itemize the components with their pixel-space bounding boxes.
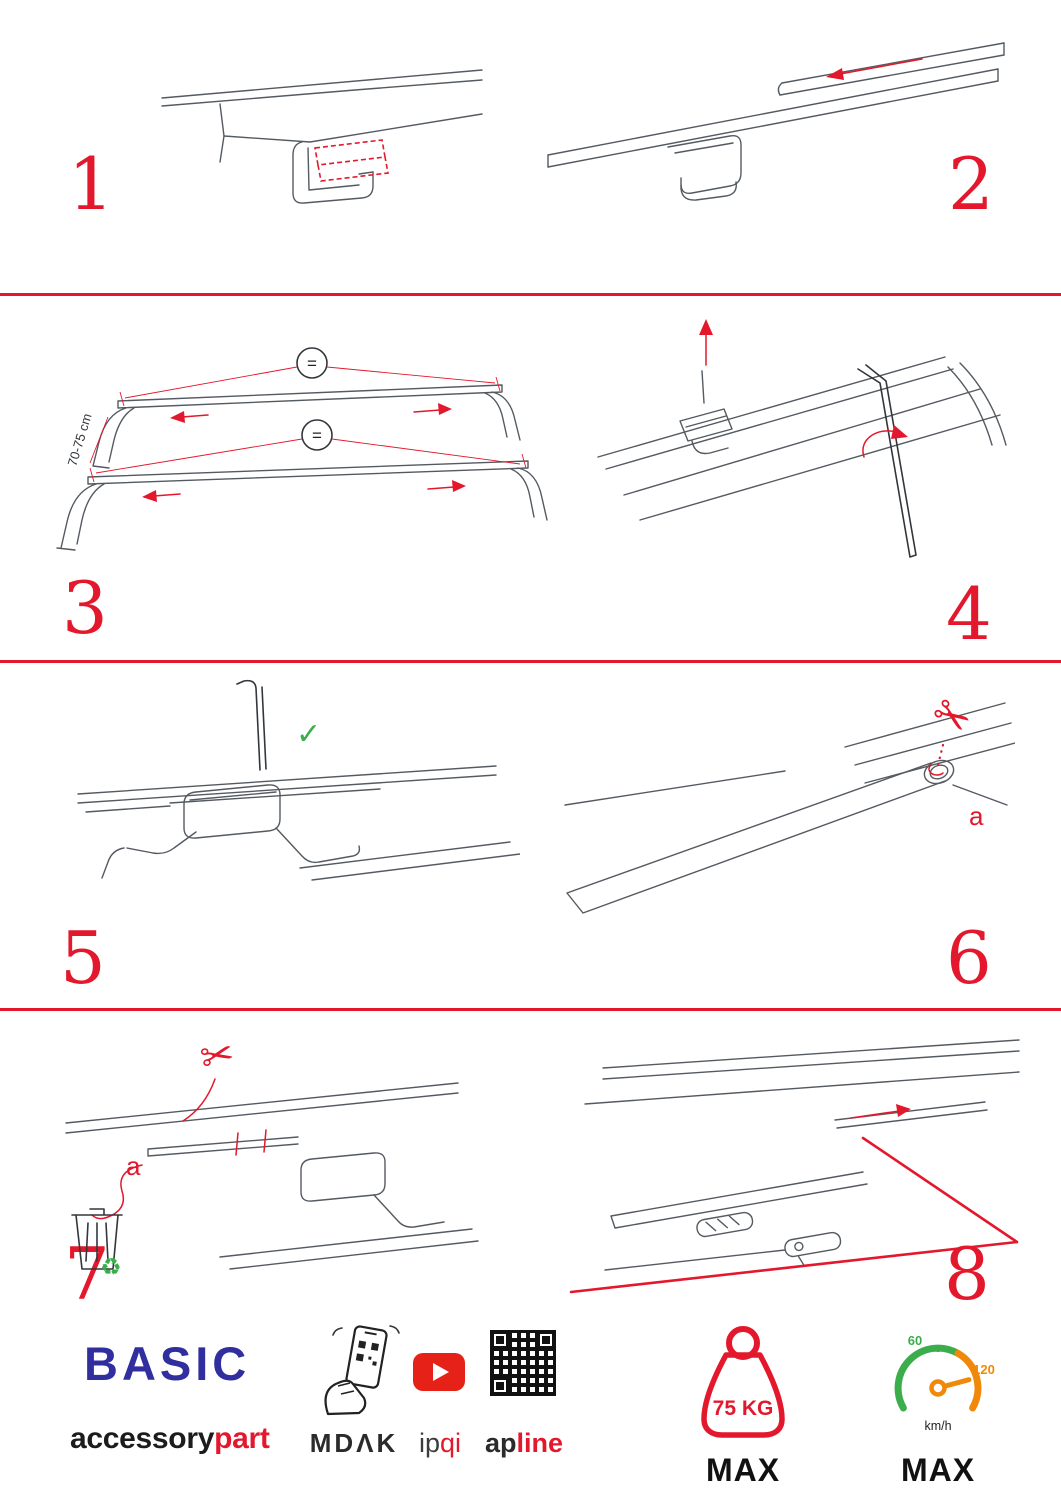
rubber-pad-highlight: [314, 139, 389, 182]
trash-bin-icon: [71, 1208, 123, 1270]
apline-black: ap: [484, 1428, 517, 1458]
speedometer-icon: 60 120 km/h: [894, 1333, 995, 1433]
partner-mdak-label: MDΛK: [309, 1428, 399, 1458]
qr-finder: [536, 1330, 556, 1350]
speed-low-label: 60: [908, 1333, 922, 1348]
step-number-2: 2: [948, 142, 994, 226]
slide-arrow: [826, 58, 923, 80]
section-divider: [0, 1008, 1061, 1011]
partner-apline-label: apline: [476, 1428, 572, 1459]
bar-distance-label: 70-75 cm: [65, 412, 95, 468]
speed-max-label: MAX: [900, 1452, 976, 1488]
step-1-illustration: [161, 69, 483, 204]
step-7-illustration: ✂ a ♻: [65, 1030, 479, 1281]
brand-subtitle: accessorypart: [70, 1422, 270, 1456]
brand-subtitle-black: accessory: [70, 1422, 215, 1455]
qr-finder: [490, 1376, 510, 1396]
ipqi-black: ip: [418, 1428, 440, 1458]
weight-value-label: 75 KG: [713, 1397, 774, 1420]
step-2-illustration: [547, 42, 1005, 201]
apline-red: line: [516, 1428, 564, 1458]
step-4-illustration: [597, 319, 1007, 558]
step-6-illustration: ✂ a: [564, 686, 1015, 914]
section-divider: [0, 660, 1061, 663]
cut-part-label: a: [126, 1151, 141, 1181]
recycle-icon: ♻: [100, 1253, 122, 1281]
qr-code-icon: [490, 1330, 556, 1396]
step-number-1: 1: [68, 142, 114, 226]
section-divider: [0, 293, 1061, 296]
slide-arrow: [850, 1104, 911, 1119]
youtube-icon: [413, 1353, 465, 1391]
equal-spacing-callout-2: =: [95, 419, 521, 474]
step-3-illustration: = = 70-75 cm: [56, 347, 548, 551]
weight-max-icon: 75 KG: [701, 1326, 785, 1438]
insert-arrow: [699, 319, 713, 366]
adjust-arrows: [142, 403, 466, 502]
check-icon: ✓: [296, 717, 321, 752]
step-number-5: 5: [60, 916, 106, 1000]
step-number-4: 4: [946, 572, 992, 656]
scissors-icon: ✂: [196, 1030, 238, 1082]
equal-spacing-callout-1: =: [124, 347, 496, 399]
speed-high-label: 120: [973, 1362, 995, 1377]
rotate-arrow: [862, 425, 908, 458]
cut-part-label: a: [969, 801, 984, 831]
speed-unit-label: km/h: [924, 1419, 951, 1433]
equals-label: =: [307, 354, 317, 373]
weight-max-label: MAX: [705, 1452, 781, 1488]
step-8-illustration: [569, 1039, 1020, 1294]
red-guide-lines: [569, 1136, 1019, 1294]
step-number-3: 3: [62, 566, 108, 650]
qr-finder: [490, 1330, 510, 1350]
brand-subtitle-red: part: [214, 1422, 270, 1455]
phone-scan-icon: [324, 1325, 400, 1416]
tslot-adapter-1: [696, 1211, 754, 1238]
brand-logo: BASIC: [84, 1337, 251, 1390]
ipqi-red: qi: [440, 1428, 462, 1458]
partner-ipqi-label: ipqi: [402, 1428, 478, 1459]
step-5-illustration: ✓: [77, 679, 520, 881]
step-number-6: 6: [946, 916, 992, 1000]
equals-label: =: [312, 426, 322, 445]
scissors-icon: ✂: [922, 686, 981, 749]
